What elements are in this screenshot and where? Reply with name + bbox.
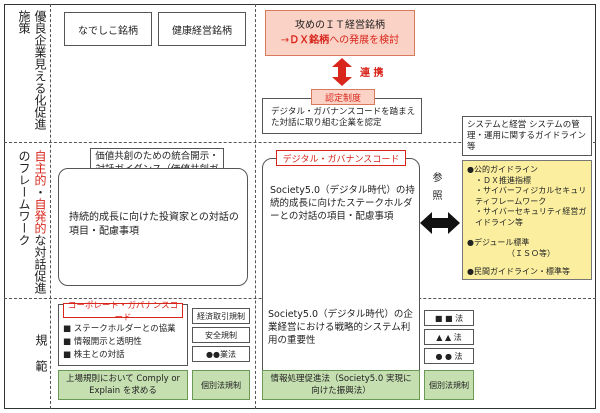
- guidance-body-box: 持続的成長に向けた投資家との対話の項目・配慮事項: [58, 168, 248, 286]
- guideline-item: ●民間ガイドライン・標準等: [467, 267, 570, 276]
- nadeshiko-box: なでしこ銘柄: [64, 12, 152, 46]
- guideline-list: ●公的ガイドライン ・ＤＸ推進指標 ・サイバーフィジカルセキュリティフレームワー…: [462, 160, 592, 280]
- cg-items: ■ ステークホルダーとの協業 ■ 情報開示と透明性 ■ 株主との対話: [63, 323, 187, 362]
- cg-item: ■ ステークホルダーとの協業: [63, 324, 176, 334]
- renkei-label: 連 携: [360, 68, 384, 79]
- law-right-2: ● ● 法: [424, 348, 474, 364]
- kobetsu-left-box: 個別法規制: [192, 370, 250, 400]
- cg-item: ■ 株主との対話: [63, 350, 125, 360]
- guideline-item: ・サイバーセキュリティ経営ガイドライン等: [475, 207, 587, 227]
- outer-frame: [4, 4, 596, 409]
- row-label-mid-black-2: 促進のフレームワーク: [17, 150, 47, 294]
- promotion-law-box: 情報処理促進法（Society5.0 実現に向けた振興法）: [262, 370, 420, 400]
- row-label-mid-red-1: 自主的: [33, 150, 47, 186]
- row-label-mid-black-1: な対話: [33, 234, 47, 270]
- dg-code-body: Society5.0（デジタル時代）の持続的成長に向けたステークホルダーとの対話…: [270, 185, 415, 222]
- law-right-0: ■ ■ 法: [424, 310, 474, 326]
- renkei-double-arrow-icon: [332, 58, 352, 86]
- guideline-item: ・サイバーフィジカルセキュリティフレームワーク: [475, 186, 587, 206]
- law-left-0: 経済取引規制: [192, 308, 250, 324]
- guideline-item: （ＩＳＯ等）: [507, 248, 555, 258]
- nintei-text: デジタル・ガバナンスコードを踏まえた対話に取り組む企業を認定: [271, 107, 416, 128]
- sansho-double-arrow-icon: [420, 212, 460, 234]
- dx-meigara-box: 攻めのＩＴ経営銘柄 →ＤＸ銘柄への発展を検討: [265, 10, 415, 56]
- guideline-item: ●デジュール標準: [467, 238, 530, 247]
- guideline-item: ・ＤＸ推進指標: [475, 175, 531, 185]
- cg-item: ■ 情報開示と透明性: [63, 337, 142, 347]
- society-text: Society5.0（デジタル時代）の企業経営における戦略的システム利用の重要性: [268, 309, 413, 346]
- guidance-body-text: 持続的成長に向けた投資家との対話の項目・配慮事項: [69, 212, 239, 237]
- label-column-divider: [50, 4, 51, 409]
- cg-code-badge: コーポレート・ガバナンスコード: [63, 301, 183, 323]
- dg-code-badge: デジタル・ガバナンスコード: [276, 150, 406, 166]
- row-label-bottom: 規範: [34, 334, 48, 386]
- law-left-1: 安全規制: [192, 327, 250, 343]
- guideline-item: ●公的ガイドライン: [467, 165, 538, 174]
- center-column-divider: [255, 4, 256, 409]
- row-label-mid: 自主的・自発的な対話促進のフレームワーク: [6, 150, 48, 294]
- guideline-box: システムと経営 システムの管理・運用に関するガイドライン等: [462, 116, 592, 156]
- sansho-label: 参照: [430, 172, 441, 208]
- dx-line2-prefix: →: [280, 35, 290, 46]
- row-label-mid-red-2: 自発的: [33, 198, 47, 234]
- nintei-box: 認定制度 デジタル・ガバナンスコードを踏まえた対話に取り組む企業を認定: [262, 89, 422, 134]
- dx-line2-suffix: への発展を検討: [329, 35, 400, 46]
- dx-line2-red: ＤＸ銘柄: [289, 35, 330, 46]
- law-right-1: ▲ ▲ 法: [424, 329, 474, 345]
- dx-line1: 攻めのＩＴ経営銘柄: [295, 20, 385, 31]
- row-divider-top: [4, 142, 596, 143]
- row-label-top: 優良企業見える化促進施策: [17, 10, 47, 130]
- law-left-2: ●●業法: [192, 346, 250, 362]
- cg-code-box: コーポレート・ガバナンスコード ■ ステークホルダーとの協業 ■ 情報開示と透明…: [58, 301, 188, 366]
- row-label-mid-dot: ・: [33, 186, 47, 198]
- kobetsu-right-box: 個別法規制: [424, 370, 474, 400]
- listing-rule-box: 上場規則において Comply or Explain を求める: [58, 370, 188, 400]
- nintei-badge: 認定制度: [311, 89, 375, 105]
- dx-line2: →ＤＸ銘柄への発展を検討: [266, 33, 414, 48]
- kenko-box: 健康経営銘柄: [158, 12, 246, 46]
